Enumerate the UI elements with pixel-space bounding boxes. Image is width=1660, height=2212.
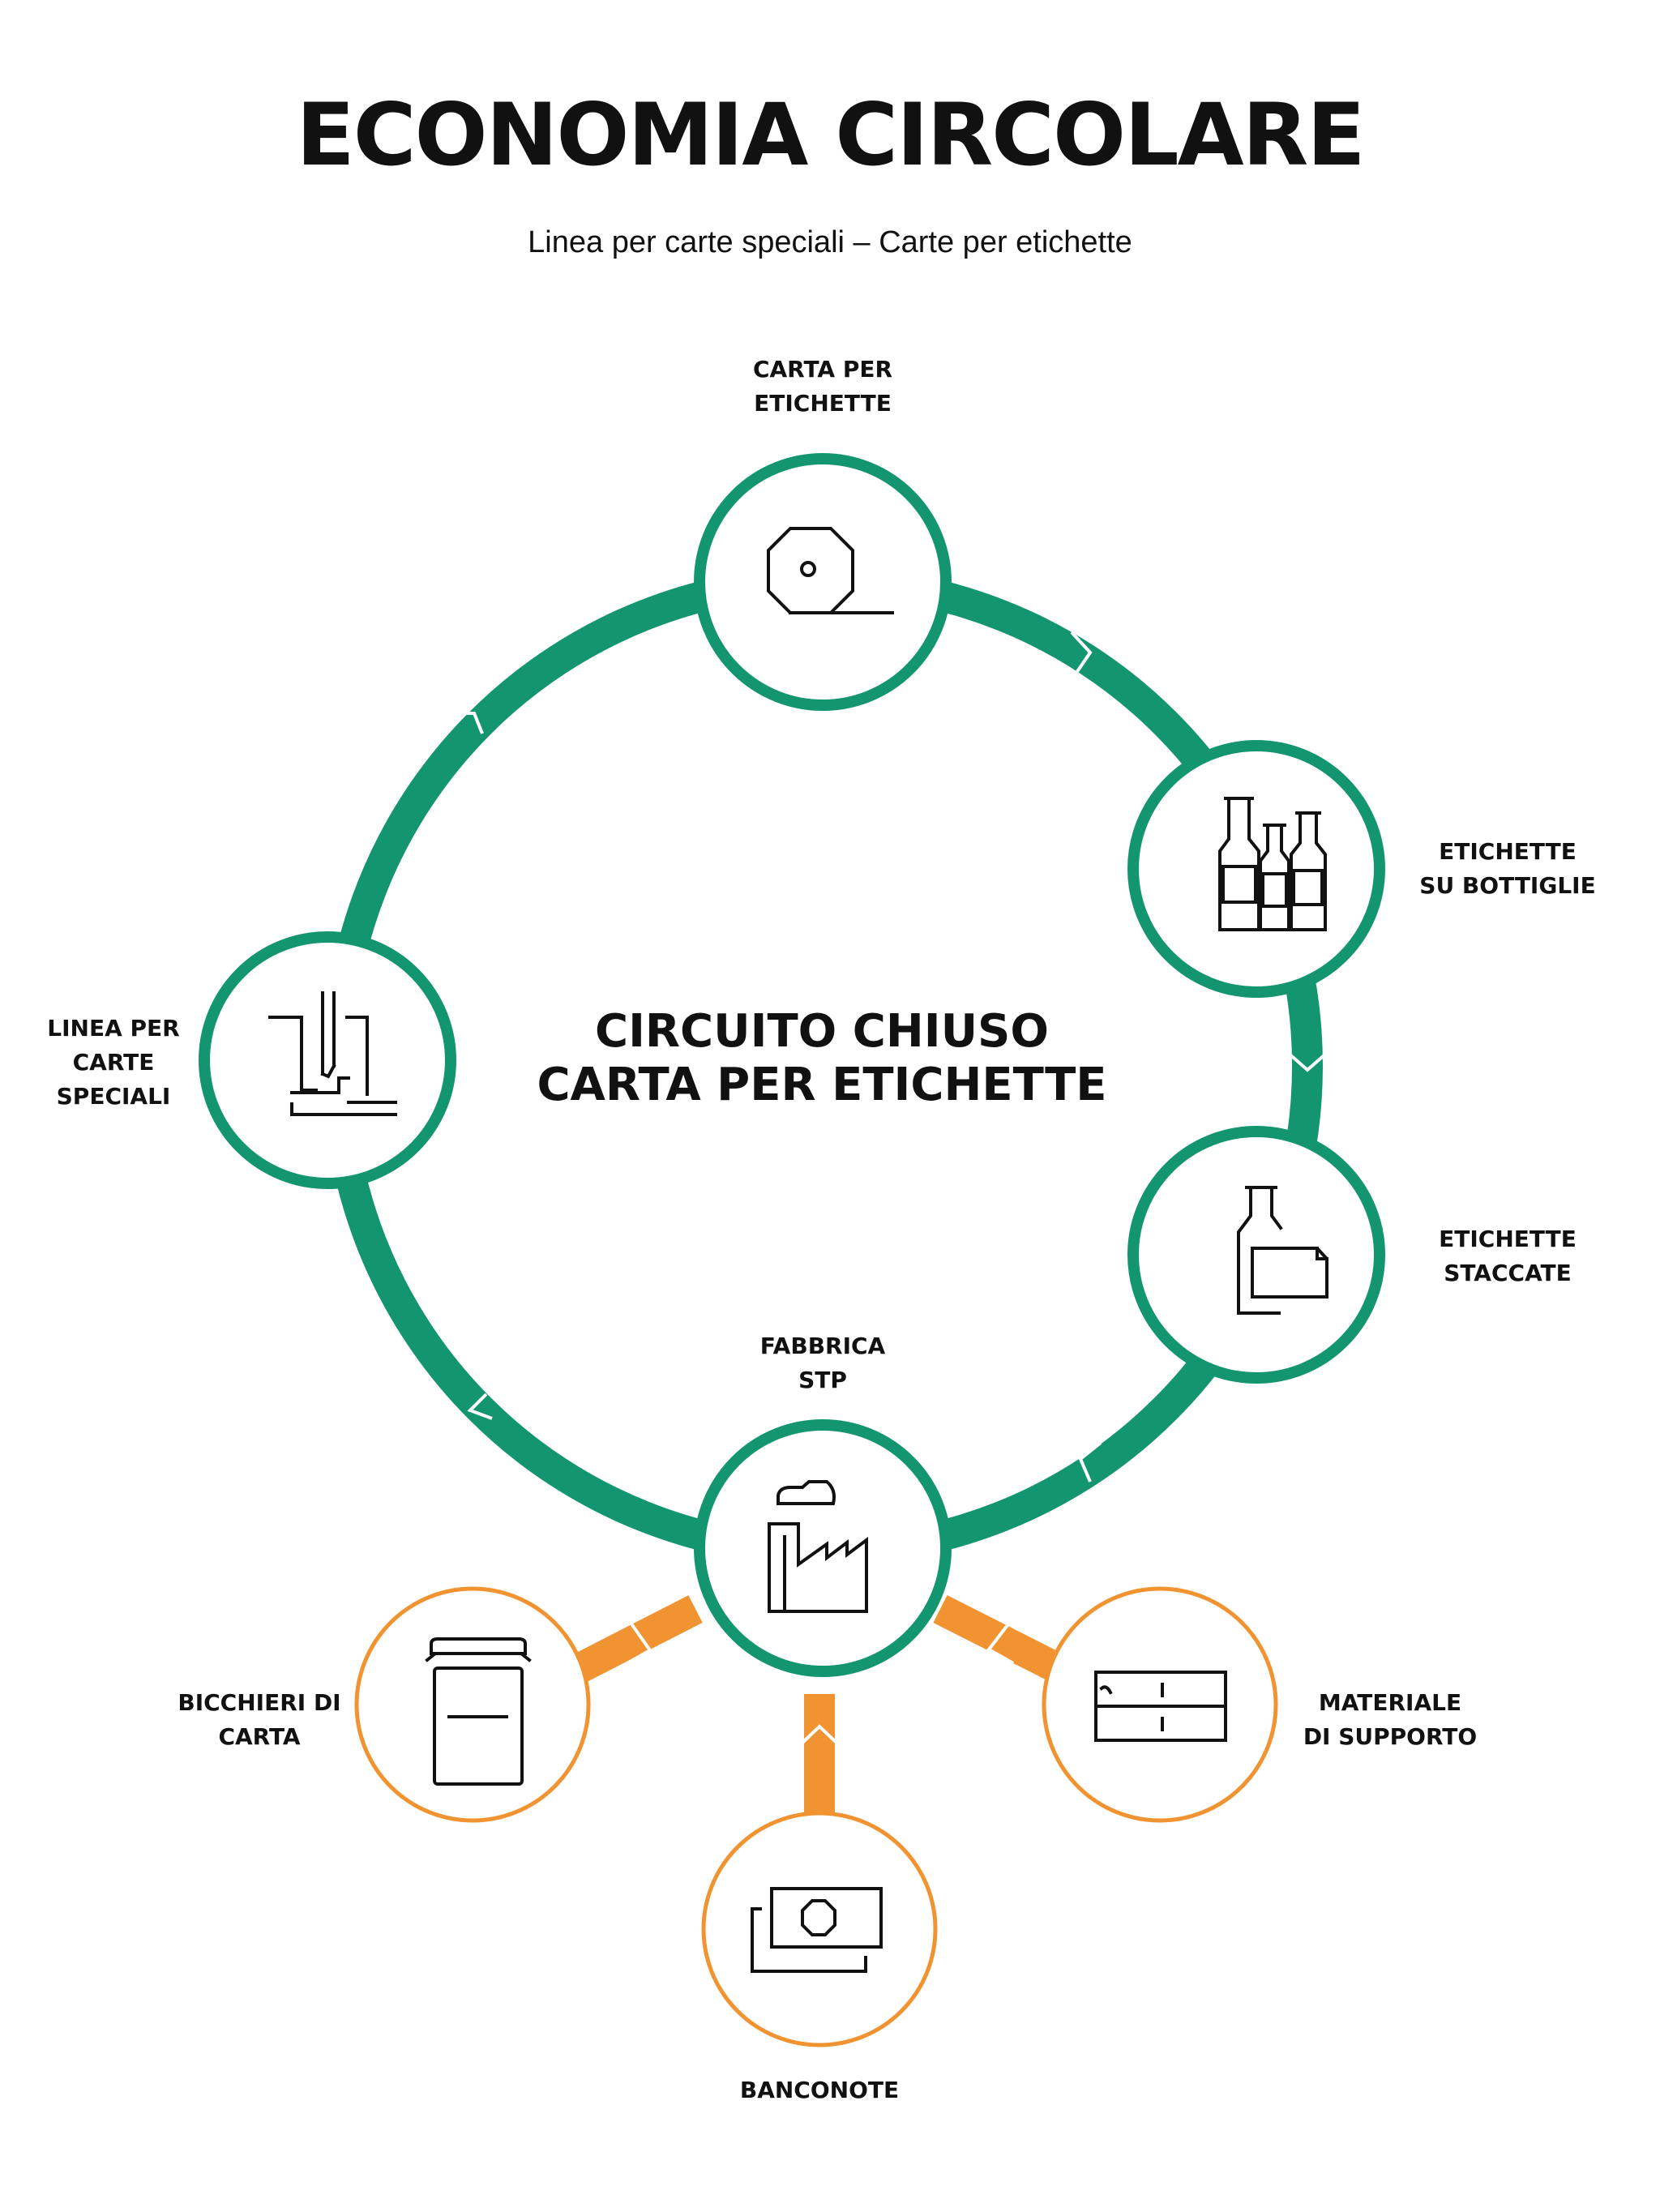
label-line: ETICHETTE	[1439, 1226, 1577, 1252]
label-line: STP	[798, 1367, 847, 1393]
node-etichette-staccate	[1127, 1126, 1385, 1384]
label-line: CARTA PER	[752, 356, 893, 383]
center-title-line1: CIRCUITO CHIUSO	[595, 1005, 1049, 1058]
label-etichette-staccate: ETICHETTE STACCATE	[1402, 1222, 1613, 1290]
support-material-icon	[1094, 1671, 1227, 1742]
label-line: SU BOTTIGLIE	[1419, 872, 1596, 899]
paper-machine-icon	[268, 991, 397, 1116]
label-banconote: BANCONOTE	[722, 2073, 917, 2107]
peeled-label-icon	[1237, 1186, 1328, 1315]
label-line: DI SUPPORTO	[1303, 1723, 1478, 1750]
chevron-arrow-icon	[1070, 631, 1093, 674]
center-title: CIRCUITO CHIUSO CARTA PER ETICHETTE	[506, 1005, 1138, 1112]
label-etichette-su-bottiglie: ETICHETTE SU BOTTIGLIE	[1402, 835, 1613, 903]
label-bicchieri-di-carta: BICCHIERI DI CARTA	[162, 1686, 357, 1754]
label-line: STACCATE	[1444, 1260, 1572, 1286]
node-bicchieri-di-carta	[354, 1586, 591, 1823]
paper-roll-icon	[767, 527, 894, 614]
paper-cup-icon	[425, 1637, 532, 1786]
banknotes-icon	[751, 1887, 883, 1973]
bottles-icon	[1218, 797, 1327, 931]
chevron-arrow-icon	[467, 1393, 493, 1420]
node-linea-per-carte-speciali	[199, 931, 456, 1189]
label-line: ETICHETTE	[1439, 838, 1577, 865]
chevron-arrow-icon	[801, 1724, 838, 1744]
label-line: CARTA	[218, 1723, 301, 1750]
label-linea-per-carte-speciali: LINEA PER CARTE SPECIALI	[32, 1012, 195, 1114]
chevron-arrow-icon	[625, 1621, 652, 1666]
chevron-arrow-icon	[1078, 1441, 1102, 1483]
label-line: ETICHETTE	[754, 390, 892, 417]
node-banconote	[701, 1811, 938, 2047]
connector-chevrons	[625, 1621, 1014, 1744]
ring-chevrons	[450, 631, 1329, 1483]
page-subtitle: Linea per carte speciali – Carte per eti…	[528, 225, 1132, 259]
label-line: MATERIALE	[1318, 1689, 1462, 1716]
label-carta-per-etichette: CARTA PER ETICHETTE	[725, 353, 920, 421]
output-connectors	[562, 1595, 1076, 1814]
page-title: ECONOMIA CIRCOLARE	[296, 85, 1365, 185]
label-line: LINEA PER	[47, 1015, 180, 1042]
chevron-arrow-icon	[986, 1624, 1014, 1665]
label-line: FABBRICA	[759, 1333, 886, 1359]
label-fabbrica-stp: FABBRICA STP	[729, 1329, 916, 1397]
label-line: CARTE	[72, 1049, 155, 1076]
node-carta-per-etichette	[694, 453, 952, 711]
label-line: BANCONOTE	[739, 2077, 900, 2103]
chevron-arrow-icon	[1286, 1050, 1329, 1072]
label-line: SPECIALI	[56, 1083, 171, 1110]
connector-bicchieri	[562, 1595, 703, 1688]
center-title-line2: CARTA PER ETICHETTE	[537, 1059, 1107, 1111]
connector-materiale	[933, 1595, 1076, 1688]
label-line: BICCHIERI DI	[178, 1689, 341, 1716]
label-materiale-di-supporto: MATERIALE DI SUPPORTO	[1285, 1686, 1495, 1754]
factory-icon	[768, 1480, 868, 1613]
chevron-arrow-icon	[450, 712, 484, 734]
